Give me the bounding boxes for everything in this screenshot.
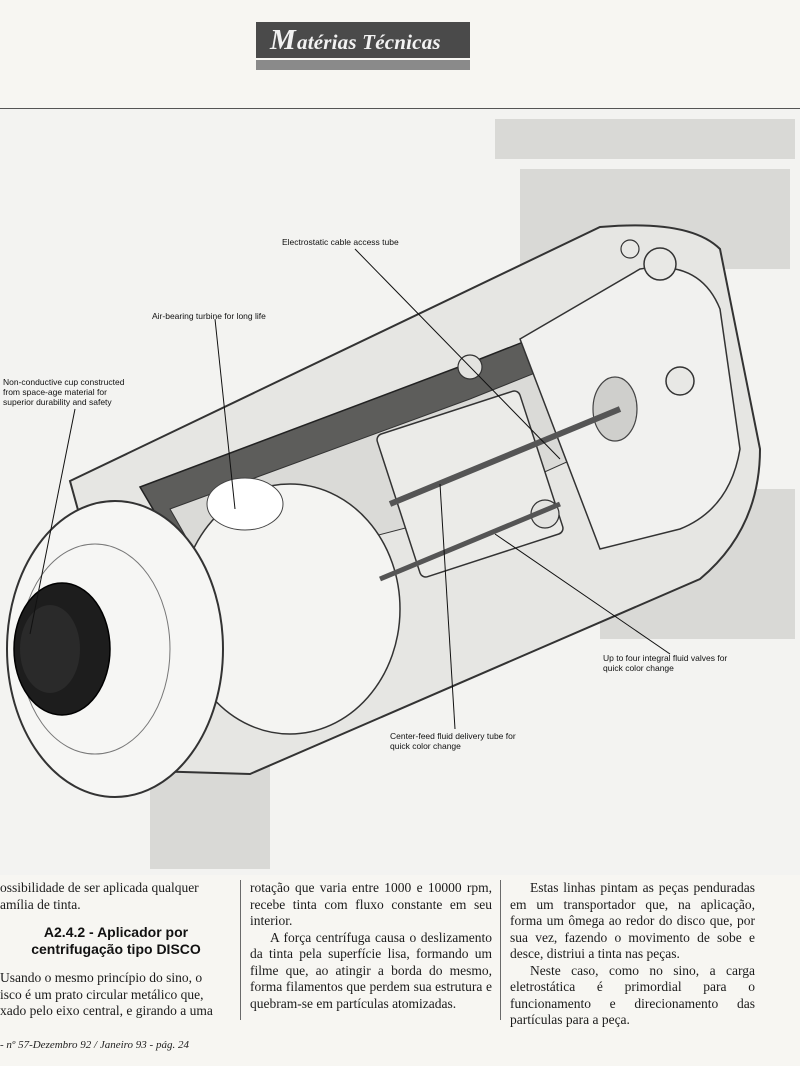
column-divider-2 bbox=[500, 880, 501, 1020]
title-rest: atérias Técnicas bbox=[297, 29, 441, 54]
page-footer: - nº 57-Dezembro 92 / Janeiro 93 - pág. … bbox=[0, 1039, 189, 1051]
rod-upper bbox=[388, 406, 622, 507]
column-divider-1 bbox=[240, 880, 241, 1020]
callout-turbine: Air-bearing turbine for long life bbox=[152, 311, 266, 321]
column-2-paragraph-1: rotação que varia entre 1000 e 10000 rpm… bbox=[250, 880, 492, 928]
article-column-3: Estas linhas pintam as peças penduradas … bbox=[510, 880, 755, 1029]
black-tip-inner bbox=[20, 605, 80, 693]
front-cup bbox=[6, 500, 224, 798]
callout-fluid-valves: Up to four integral fluid valves for qui… bbox=[603, 653, 728, 673]
article-column-2: rotação que varia entre 1000 e 10000 rpm… bbox=[250, 880, 492, 1012]
valve-block bbox=[376, 390, 564, 578]
article-column-1: ossibilidade de ser aplicada qualquer am… bbox=[0, 880, 232, 1020]
callout-delivery-tube: Center-feed fluid delivery tube for quic… bbox=[390, 731, 516, 751]
column-2-paragraph-2: A força centrífuga causa o deslizamento … bbox=[250, 929, 492, 1011]
section-title: Matérias Técnicas bbox=[270, 24, 441, 57]
fitting-rear bbox=[643, 247, 677, 281]
section-header: Matérias Técnicas bbox=[256, 22, 470, 58]
column-3-paragraph-1: Estas linhas pintam as peças penduradas … bbox=[510, 880, 755, 961]
column-3-paragraph-2: Neste caso, como no sino, a carga eletro… bbox=[510, 962, 755, 1028]
column-1-paragraph: Usando o mesmo princípio do sino, o isco… bbox=[0, 970, 213, 1018]
callout-leaders bbox=[29, 248, 671, 730]
applicator-illustration bbox=[6, 119, 795, 869]
fitting-top bbox=[665, 366, 695, 396]
rod-lower bbox=[379, 501, 561, 582]
fitting-small bbox=[620, 239, 640, 259]
applicator-figure: Electrostatic cable access tube Air-bear… bbox=[0, 108, 800, 875]
header-underbar bbox=[256, 60, 470, 70]
column-1-intro: ossibilidade de ser aplicada qualquer am… bbox=[0, 880, 199, 912]
callout-cup: Non-conductive cup constructed from spac… bbox=[3, 377, 125, 407]
title-initial: M bbox=[270, 23, 296, 56]
turbine-highlight bbox=[206, 477, 284, 531]
section-heading-disco: A2.4.2 - Aplicador por centrifugação tip… bbox=[31, 924, 201, 957]
callout-cable-tube: Electrostatic cable access tube bbox=[282, 237, 399, 247]
